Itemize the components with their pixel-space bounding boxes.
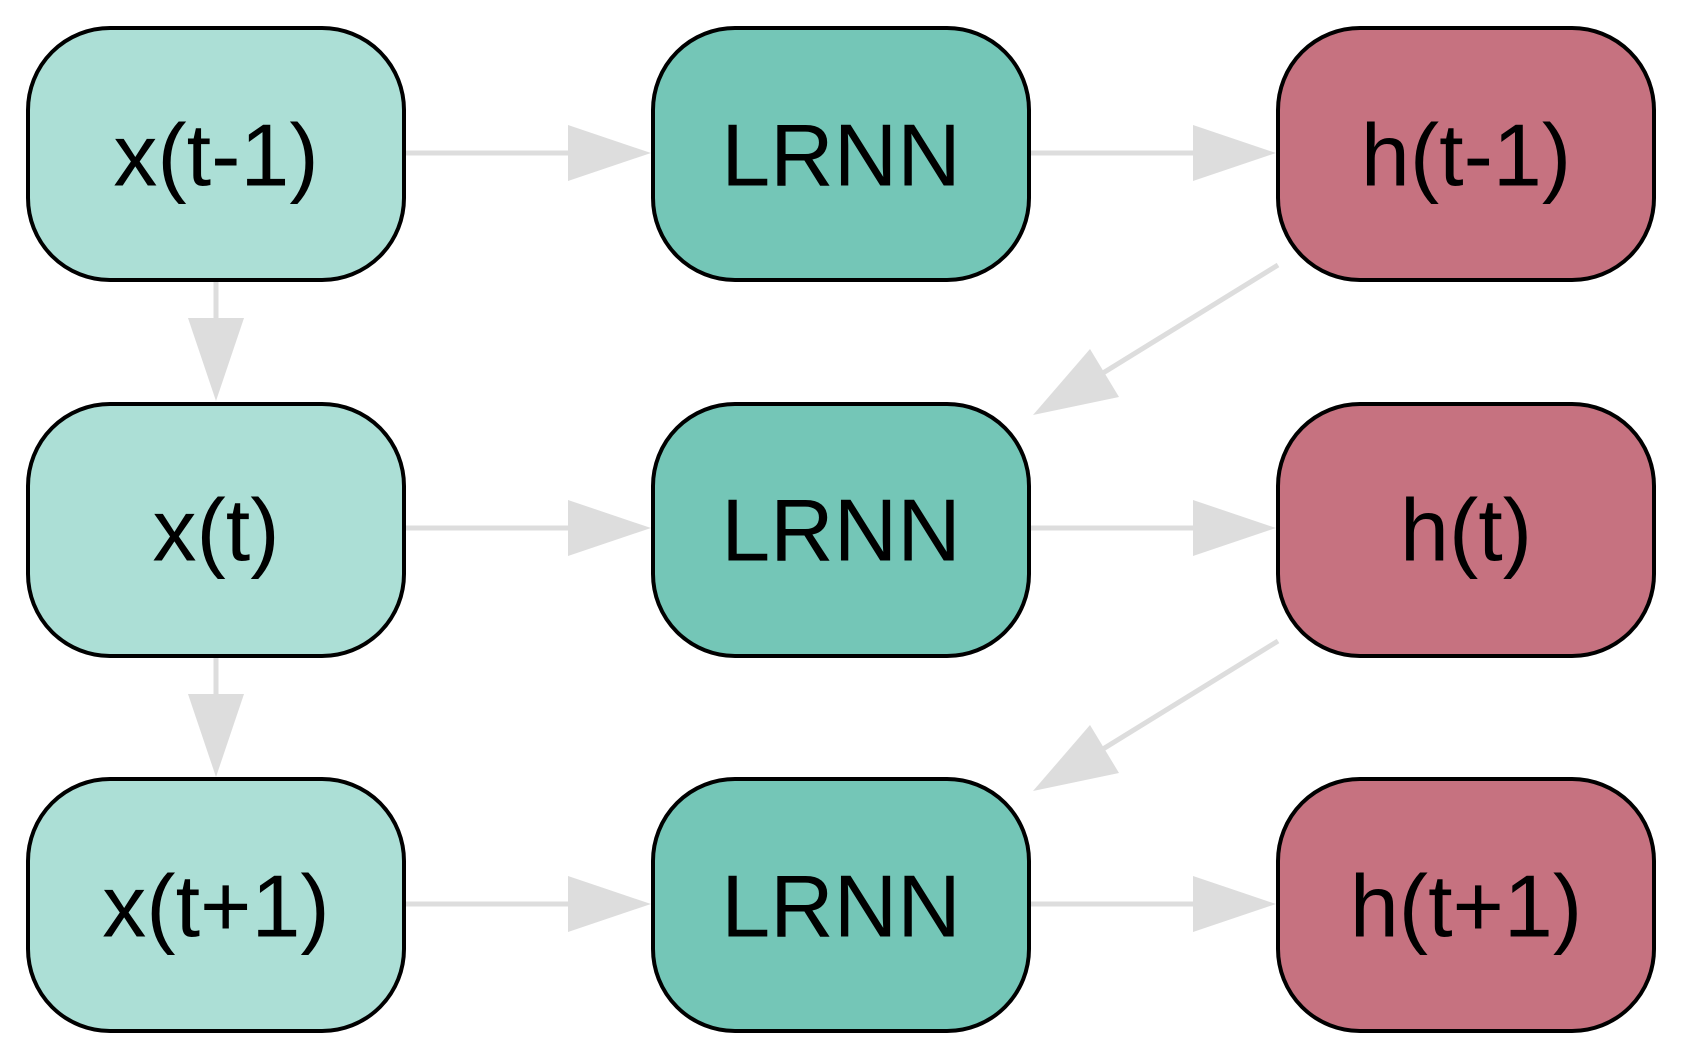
edge-h-prev-to-lrnn-curr [1033, 262, 1280, 415]
node-h-curr-box [1276, 402, 1656, 658]
node-h-curr: h(t) [1276, 402, 1656, 658]
node-h-prev-box [1276, 26, 1656, 282]
edge-lrnn-next-to-h-next [1030, 876, 1276, 932]
node-x-prev-box [26, 26, 406, 282]
edges [188, 125, 1280, 932]
node-lrnn-curr: LRNN [651, 402, 1031, 658]
node-x-prev: x(t-1) [26, 26, 406, 282]
node-h-next-box [1276, 777, 1656, 1033]
node-x-next-label: x(t+1) [102, 857, 329, 956]
edge-lrnn-prev-to-h-prev [1030, 125, 1276, 181]
node-h-prev-label: h(t-1) [1361, 106, 1571, 205]
node-x-curr-label: x(t) [152, 481, 279, 580]
edge-lrnn-curr-to-h-curr [1030, 500, 1276, 556]
node-x-curr-box [26, 402, 406, 658]
node-lrnn-next: LRNN [651, 777, 1031, 1033]
nodes: x(t-1) x(t) x(t+1) LRNN LRNN LRNN h(t-1) [26, 26, 1656, 1033]
node-h-next-label: h(t+1) [1350, 857, 1582, 956]
edge-x-prev-to-x-curr [188, 282, 244, 401]
node-h-prev: h(t-1) [1276, 26, 1656, 282]
node-lrnn-curr-label: LRNN [721, 481, 961, 580]
node-lrnn-prev-label: LRNN [721, 106, 961, 205]
node-x-prev-label: x(t-1) [113, 106, 318, 205]
node-lrnn-prev-box [651, 26, 1031, 282]
node-lrnn-prev: LRNN [651, 26, 1031, 282]
node-h-curr-label: h(t) [1400, 481, 1532, 580]
edge-x-next-to-lrnn-next [405, 876, 651, 932]
edge-x-curr-to-x-next [188, 658, 244, 777]
node-x-next-box [26, 777, 406, 1033]
node-lrnn-next-label: LRNN [721, 857, 961, 956]
edge-x-prev-to-lrnn-prev [405, 125, 651, 181]
node-h-next: h(t+1) [1276, 777, 1656, 1033]
node-x-curr: x(t) [26, 402, 406, 658]
edge-x-curr-to-lrnn-curr [405, 500, 651, 556]
node-x-next: x(t+1) [26, 777, 406, 1033]
edge-h-curr-to-lrnn-next [1033, 638, 1280, 791]
node-lrnn-next-box [651, 777, 1031, 1033]
node-lrnn-curr-box [651, 402, 1031, 658]
